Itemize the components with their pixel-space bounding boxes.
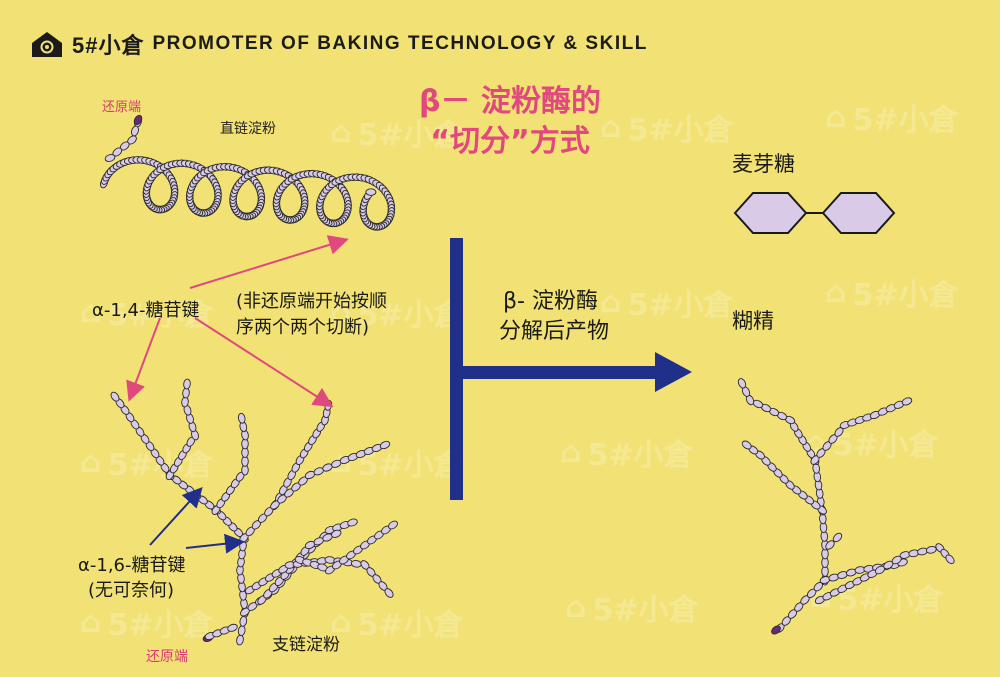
glucose-unit: [110, 391, 120, 402]
glucose-unit: [925, 545, 937, 554]
glucose-unit: [227, 623, 238, 632]
watermark: ⌂5#小倉: [565, 589, 699, 629]
reducing-end-label-bottom: 还原端: [146, 649, 188, 665]
glucose-unit: [945, 554, 955, 565]
big-arrow-shaft: [456, 366, 661, 379]
brand-header: 5#小倉 PROMOTER OF BAKING TECHNOLOGY & SKI…: [30, 28, 648, 60]
glucose-unit: [388, 520, 398, 530]
watermark: ⌂5#小倉: [330, 114, 464, 154]
glucose-unit: [737, 378, 747, 389]
maltose-molecule: [733, 192, 896, 234]
pink-arrow-left-branch: [126, 317, 161, 402]
pink-arrow-right-branch: [194, 317, 334, 408]
glucose-unit: [237, 625, 246, 637]
dextrin-label: 糊精: [732, 309, 774, 333]
title-line-1: β－ 淀粉酶的: [419, 84, 601, 119]
brand-tagline: PROMOTER OF BAKING TECHNOLOGY & SKILL: [152, 33, 648, 54]
watermark: ⌂5#小倉: [825, 99, 959, 139]
watermark: ⌂5#小倉: [600, 109, 734, 149]
blue-arrow-branch-point-2: [185, 533, 245, 554]
alpha-1-6-label: α-1,6-糖苷键: [78, 555, 186, 576]
home-icon: ⌂: [600, 109, 622, 145]
pink-arrow-amylose: [189, 235, 349, 289]
home-icon: ⌂: [80, 604, 102, 640]
brand-name: 5#小倉: [72, 33, 145, 58]
watermark: ⌂5#小倉: [825, 274, 959, 314]
watermark: ⌂5#小倉: [600, 284, 734, 324]
glucose-unit: [901, 397, 913, 406]
glucose-unit: [183, 378, 191, 390]
home-icon: ⌂: [600, 284, 622, 320]
watermark: ⌂5#小倉: [80, 604, 214, 644]
cut-note-line-1: (非还原端开始按顺: [236, 291, 388, 312]
glucose-unit: [365, 188, 377, 196]
glucose-unit: [331, 529, 342, 538]
home-icon: ⌂: [330, 114, 352, 150]
glucose-unit: [832, 532, 843, 543]
cut-note-line-2: 序两个两个切断): [236, 317, 370, 338]
watermark: ⌂5#小倉: [330, 604, 464, 644]
glucose-unit: [104, 154, 116, 162]
products-label-line-1: β- 淀粉酶: [503, 289, 598, 314]
maltose-label: 麦芽糖: [732, 152, 795, 176]
watermark: ⌂5#小倉: [80, 444, 214, 484]
home-icon: ⌂: [560, 434, 582, 470]
watermark: ⌂5#小倉: [560, 434, 694, 474]
home-icon: ⌂: [565, 589, 587, 625]
glucose-unit: [347, 518, 358, 527]
glucose-unit: [239, 615, 248, 627]
glucose-unit: [741, 440, 752, 450]
home-icon: ⌂: [825, 99, 847, 135]
glucose-chains: [100, 114, 955, 646]
home-icon: ⌂: [330, 294, 352, 330]
products-label-line-2: 分解后产物: [499, 319, 610, 344]
glucose-unit: [237, 412, 246, 424]
reducing-end-unit: [133, 114, 143, 126]
home-icon: ⌂: [80, 294, 102, 330]
diagram-title: β－ 淀粉酶的 “切分”方式: [395, 82, 625, 162]
watermark: ⌂5#小倉: [80, 294, 214, 334]
home-logo-icon: [32, 32, 62, 57]
blue-arrow-branch-point-1: [149, 487, 203, 546]
amylose-label: 直链淀粉: [220, 121, 276, 137]
reducing-end-unit: [771, 625, 781, 635]
glucose-unit: [350, 560, 362, 568]
watermark: ⌂5#小倉: [330, 294, 464, 334]
glucose-unit: [379, 440, 391, 450]
home-icon: ⌂: [330, 604, 352, 640]
glucose-unit: [236, 634, 244, 646]
title-line-2: “切分”方式: [430, 124, 590, 159]
glucose-unit: [384, 588, 394, 598]
home-icon: ⌂: [825, 274, 847, 310]
reducing-end-label-top: 还原端: [102, 100, 142, 115]
amylopectin-label: 支链淀粉: [272, 635, 340, 655]
glucose-unit: [825, 540, 835, 550]
alpha-1-4-label: α-1,4-糖苷键: [92, 300, 200, 321]
home-icon: ⌂: [80, 444, 102, 480]
big-arrow-head: [655, 352, 692, 392]
helpless-note: (无可奈何): [88, 580, 175, 601]
